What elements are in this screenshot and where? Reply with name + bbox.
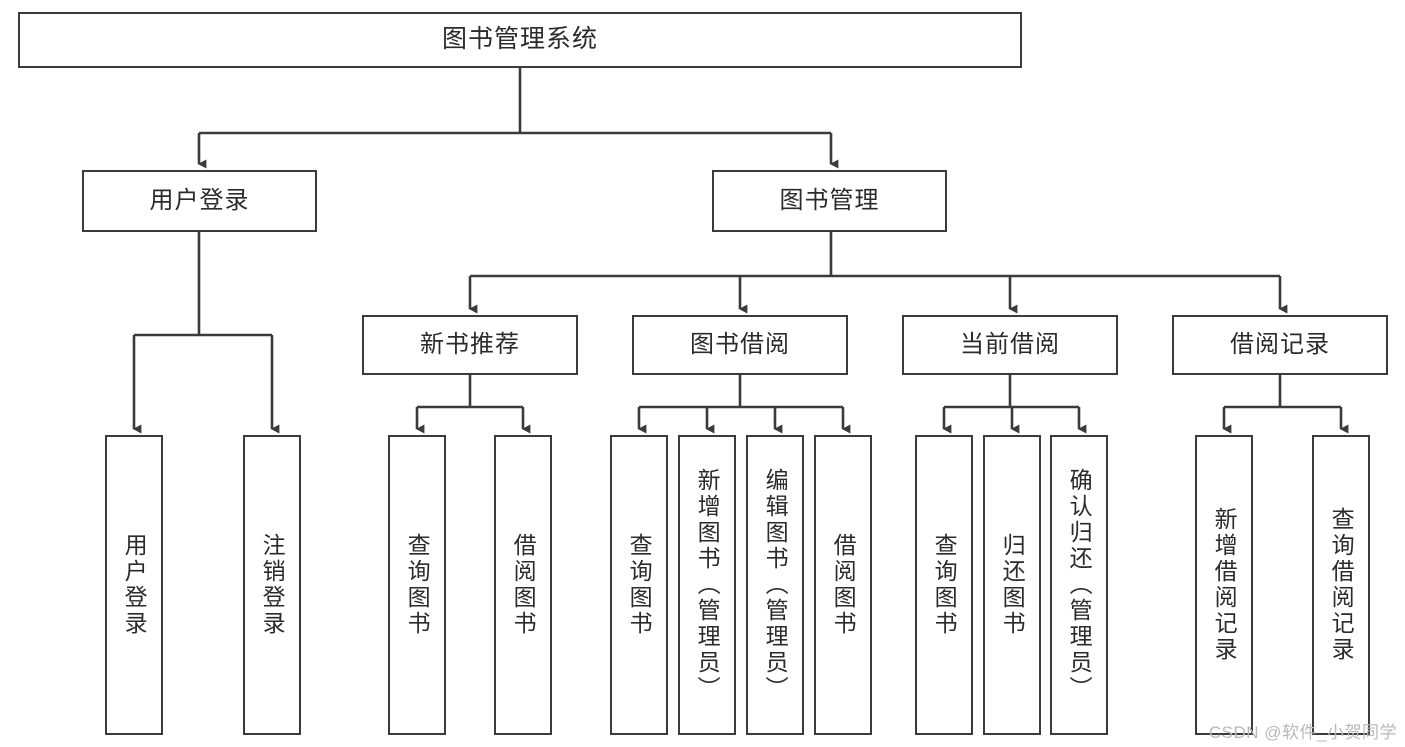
leaf-user-login-logout[interactable]: 注销登录 (243, 435, 301, 735)
node-label: 注销登录 (259, 533, 286, 637)
node-label: 图书管理 (779, 186, 880, 214)
watermark-text: CSDN @软件_小贺同学 (1208, 723, 1397, 742)
leaf-new-book-query-book[interactable]: 查询图书 (388, 435, 446, 735)
leaf-book-borrow-borrow-book[interactable]: 借阅图书 (814, 435, 872, 735)
node-label: 查询图书 (626, 533, 653, 637)
leaf-new-book-borrow-book[interactable]: 借阅图书 (494, 435, 552, 735)
node-label: 借阅图书 (830, 533, 857, 637)
node-user-login[interactable]: 用户登录 (82, 170, 317, 232)
node-book-borrow[interactable]: 图书借阅 (632, 315, 848, 375)
leaf-current-borrow-return-book[interactable]: 归还图书 (983, 435, 1041, 735)
node-label: 编辑图书（管理员） (762, 468, 789, 702)
node-borrow-record[interactable]: 借阅记录 (1172, 315, 1388, 375)
leaf-borrow-record-query-record[interactable]: 查询借阅记录 (1312, 435, 1370, 735)
leaf-book-borrow-query-book[interactable]: 查询图书 (610, 435, 668, 735)
leaf-book-borrow-edit-book-admin[interactable]: 编辑图书（管理员） (746, 435, 804, 735)
node-root-book-management-system[interactable]: 图书管理系统 (18, 12, 1022, 68)
node-label: 确认归还（管理员） (1066, 468, 1093, 702)
leaf-book-borrow-add-book-admin[interactable]: 新增图书（管理员） (678, 435, 736, 735)
node-label: 图书借阅 (690, 330, 790, 358)
node-label: 图书管理系统 (441, 25, 598, 54)
node-current-borrow[interactable]: 当前借阅 (902, 315, 1118, 375)
node-book-management[interactable]: 图书管理 (712, 170, 947, 232)
node-label: 查询图书 (404, 533, 431, 637)
node-new-book-recommend[interactable]: 新书推荐 (362, 315, 578, 375)
node-label: 新增借阅记录 (1211, 507, 1238, 663)
node-label: 借阅记录 (1230, 330, 1330, 358)
node-label: 用户登录 (121, 533, 148, 637)
node-label: 查询图书 (931, 533, 958, 637)
node-label: 查询借阅记录 (1328, 507, 1355, 663)
leaf-current-borrow-confirm-return-admin[interactable]: 确认归还（管理员） (1050, 435, 1108, 735)
node-label: 借阅图书 (510, 533, 537, 637)
node-label: 用户登录 (149, 186, 250, 214)
node-label: 当前借阅 (960, 330, 1060, 358)
node-label: 归还图书 (999, 533, 1026, 637)
node-label: 新书推荐 (420, 330, 520, 358)
leaf-current-borrow-query-book[interactable]: 查询图书 (915, 435, 973, 735)
leaf-borrow-record-add-record[interactable]: 新增借阅记录 (1195, 435, 1253, 735)
leaf-user-login-login[interactable]: 用户登录 (105, 435, 163, 735)
node-label: 新增图书（管理员） (694, 468, 721, 702)
